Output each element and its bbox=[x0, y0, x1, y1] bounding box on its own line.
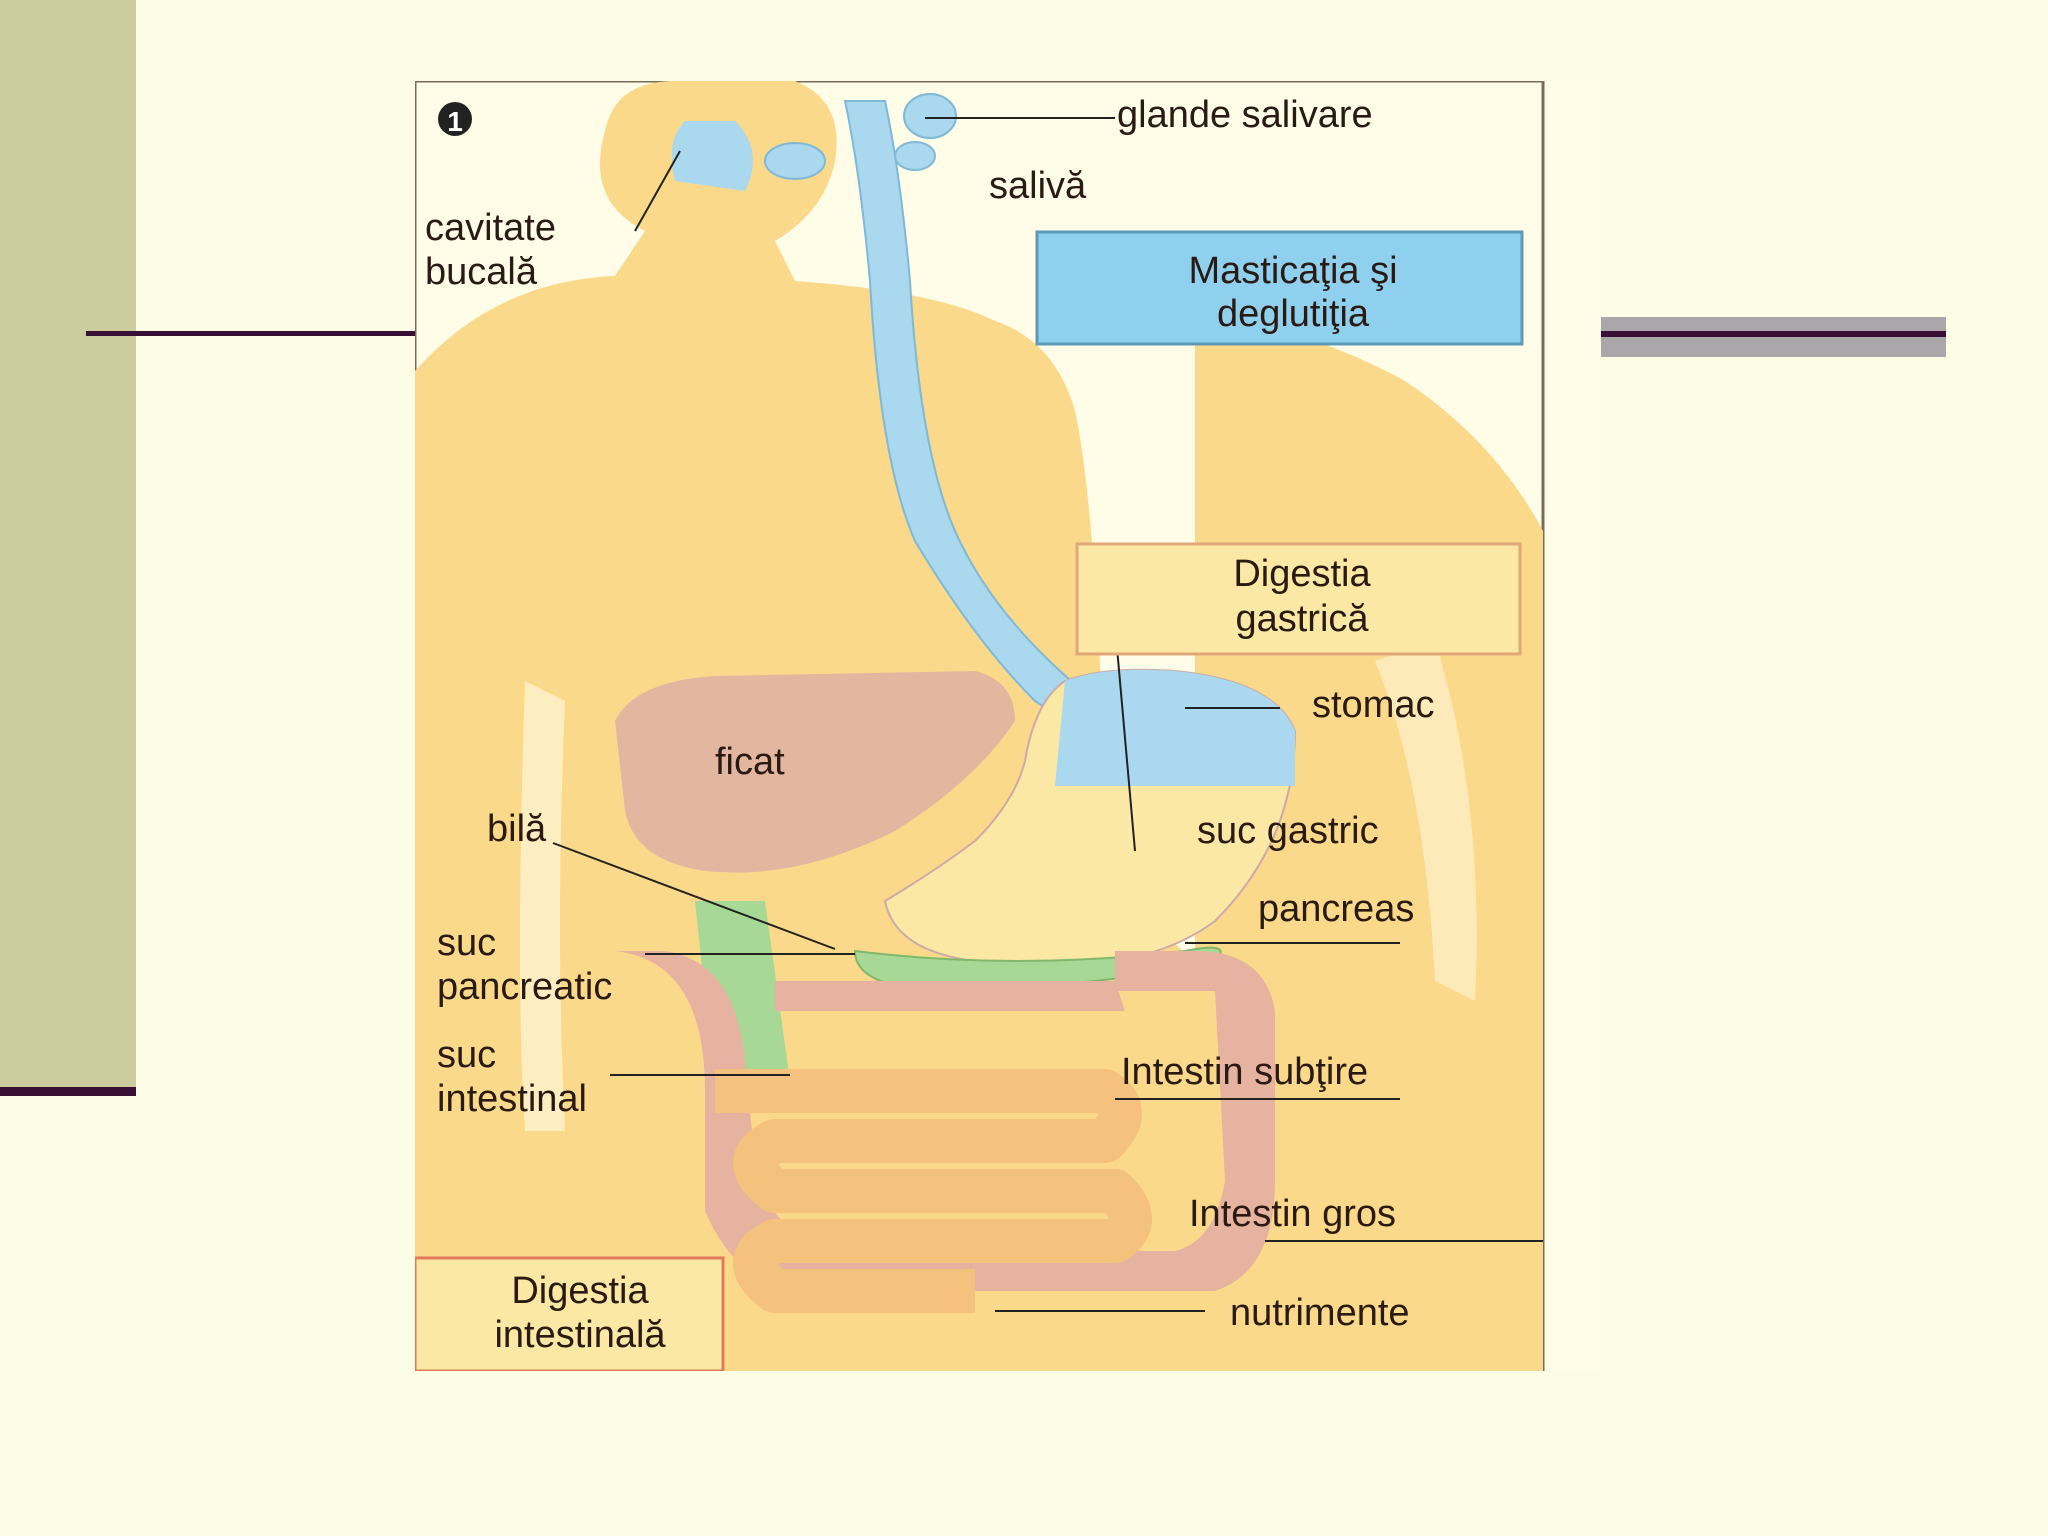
box-intestinal-line2: intestinală bbox=[494, 1314, 666, 1356]
label-pancreatic-juice-1: suc bbox=[437, 922, 496, 964]
box-intestinal-line1: Digestia bbox=[511, 1270, 649, 1312]
box-gastric-line2: gastrică bbox=[1235, 598, 1369, 640]
salivary-gland-shape-3 bbox=[764, 142, 826, 180]
title-rule-left bbox=[86, 331, 416, 336]
label-pancreatic-juice-2: pancreatic bbox=[437, 966, 612, 1008]
digestive-system-figure: 1 Masticaţia şi deglutiţia Digestia gast… bbox=[415, 81, 1600, 1371]
salivary-gland-shape-2 bbox=[894, 141, 936, 171]
label-bile: bilă bbox=[487, 808, 547, 850]
small-intestine-shape bbox=[715, 1069, 1152, 1313]
box-mastication-line1: Masticaţia şi bbox=[1188, 250, 1397, 292]
figure-number: 1 bbox=[447, 106, 463, 137]
label-salivary-glands: glande salivare bbox=[1117, 94, 1373, 136]
label-intestinal-juice-1: suc bbox=[437, 1034, 496, 1076]
label-stomach: stomac bbox=[1312, 684, 1434, 726]
box-mastication bbox=[1035, 230, 1524, 346]
label-nutrients: nutrimente bbox=[1230, 1292, 1410, 1334]
label-saliva: salivă bbox=[989, 165, 1087, 207]
sidebar-rule bbox=[0, 1087, 136, 1096]
arm-gap-left bbox=[520, 681, 565, 1131]
transverse-colon bbox=[775, 981, 1125, 1011]
box-gastric bbox=[1075, 542, 1522, 656]
label-gastric-juice: suc gastric bbox=[1197, 810, 1379, 852]
leader-lines bbox=[552, 117, 1543, 1312]
body-left bbox=[415, 311, 615, 1371]
label-oral-cavity-2: bucală bbox=[425, 251, 538, 293]
sidebar-band bbox=[0, 0, 136, 1089]
label-large-intestine: Intestin gros bbox=[1189, 1193, 1396, 1235]
title-rule-right-shadow bbox=[1601, 317, 1946, 357]
salivary-gland-shape bbox=[903, 93, 957, 139]
label-oral-cavity-1: cavitate bbox=[425, 207, 556, 249]
label-liver: ficat bbox=[715, 741, 785, 783]
figure-number-badge bbox=[438, 102, 472, 136]
liver-shape bbox=[615, 671, 1015, 873]
digestive-system-diagram: 1 Masticaţia şi deglutiţia Digestia gast… bbox=[415, 81, 1600, 1371]
label-small-intestine: Intestin subţire bbox=[1121, 1051, 1368, 1093]
box-gastric-line1: Digestia bbox=[1233, 553, 1371, 595]
oral-cavity-shape bbox=[671, 121, 753, 191]
label-intestinal-juice-2: intestinal bbox=[437, 1078, 587, 1120]
title-rule-right bbox=[1601, 331, 1946, 337]
box-mastication-line2: deglutiţia bbox=[1217, 293, 1370, 335]
arm-gap-right bbox=[1375, 641, 1477, 1001]
label-pancreas: pancreas bbox=[1258, 888, 1414, 930]
box-intestinal bbox=[415, 1256, 725, 1371]
large-intestine-shape bbox=[615, 951, 1275, 1291]
stomach-upper-blue bbox=[1055, 669, 1295, 786]
